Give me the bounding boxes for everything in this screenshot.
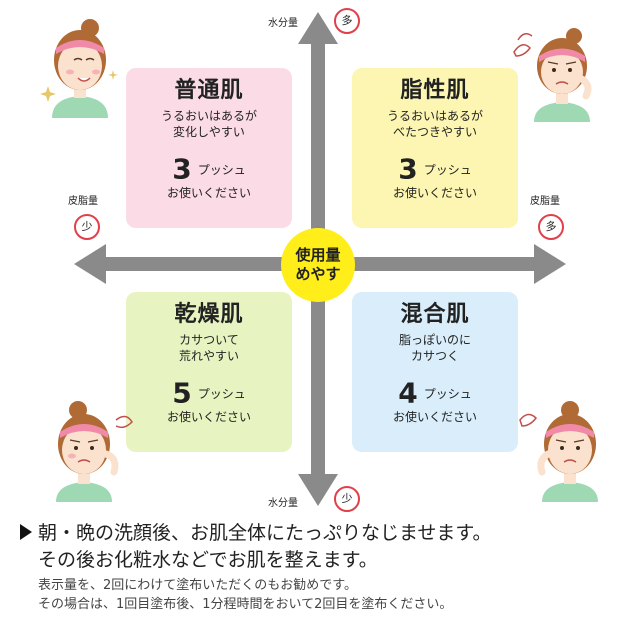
- quadrant-oily-skin: 脂性肌 うるおいはあるが べたつきやすい 3 プッシュ お使いください: [352, 68, 518, 228]
- dose: 3 プッシュ: [352, 154, 518, 185]
- axis-bottom-badge: 少: [334, 486, 360, 512]
- usage-text: お使いください: [166, 409, 251, 424]
- description-line: 変化しやすい: [173, 125, 245, 139]
- description-line: カサつく: [410, 349, 459, 363]
- note-line-1-text: 朝・晩の洗顔後、お肌全体にたっぷりなじませます。: [38, 522, 492, 544]
- axis-top-label: 水分量: [268, 18, 298, 29]
- axis-right-label: 皮脂量: [530, 196, 560, 207]
- usage-notes: 朝・晩の洗顔後、お肌全体にたっぷりなじませます。 その後お化粧水などでお肌を整え…: [20, 520, 630, 614]
- dose-number: 4: [398, 376, 418, 410]
- axis-bottom-label: 水分量: [268, 498, 298, 509]
- oily-skin-girl-face-illustration: [513, 28, 592, 122]
- quadrant-description: 脂っぽいのに カサつく: [352, 332, 518, 364]
- quadrant-title: 乾燥肌: [174, 302, 244, 327]
- description-line: うるおいはあるが: [160, 109, 257, 123]
- note-line-4: その場合は、1回目塗布後、1分程時間をおいて2回目を塗布ください。: [38, 597, 453, 612]
- combination-skin-girl-face-illustration: [519, 401, 598, 502]
- note-line-3: 表示量を、2回にわけて塗布いただくのもお勧めです。: [38, 578, 357, 593]
- usage-text: お使いください: [392, 185, 477, 200]
- description-line: 脂っぽいのに: [398, 333, 471, 347]
- axis-left-badge: 少: [74, 214, 100, 240]
- quadrant-title: 混合肌: [400, 302, 470, 327]
- quadrant-description: うるおいはあるが 変化しやすい: [126, 108, 292, 140]
- quadrant-description: カサついて 荒れやすい: [126, 332, 292, 364]
- center-line-2: めやす: [295, 265, 341, 283]
- center-line-1: 使用量: [295, 246, 341, 264]
- dose-unit: プッシュ: [423, 386, 472, 401]
- axis-right-badge: 多: [538, 214, 564, 240]
- description-line: べたつきやすい: [392, 125, 477, 139]
- quadrant-normal-skin: 普通肌 うるおいはあるが 変化しやすい 3 プッシュ お使いください: [126, 68, 292, 228]
- note-line-1: 朝・晩の洗顔後、お肌全体にたっぷりなじませます。: [20, 520, 630, 547]
- usage-guide-center: 使用量 めやす: [281, 228, 355, 302]
- dry-skin-girl-face-illustration: [56, 401, 133, 502]
- description-line: 荒れやすい: [178, 349, 239, 363]
- dose-unit: プッシュ: [197, 162, 246, 177]
- dose-number: 5: [172, 376, 192, 410]
- quadrant-title: 普通肌: [174, 78, 244, 103]
- description-line: カサついて: [179, 333, 239, 347]
- dose-unit: プッシュ: [197, 386, 246, 401]
- axis-left-label: 皮脂量: [68, 196, 98, 207]
- happy-girl-face-illustration: [40, 19, 118, 118]
- dose-unit: プッシュ: [423, 162, 472, 177]
- description-line: うるおいはあるが: [386, 109, 483, 123]
- usage-text: お使いください: [392, 409, 477, 424]
- dose: 5 プッシュ: [126, 378, 292, 409]
- quadrant-description: うるおいはあるが べたつきやすい: [352, 108, 518, 140]
- usage-text: お使いください: [166, 185, 251, 200]
- quadrant-dry-skin: 乾燥肌 カサついて 荒れやすい 5 プッシュ お使いください: [126, 292, 292, 452]
- dose: 4 プッシュ: [352, 378, 518, 409]
- quadrant-combination-skin: 混合肌 脂っぽいのに カサつく 4 プッシュ お使いください: [352, 292, 518, 452]
- quadrant-title: 脂性肌: [400, 78, 470, 103]
- triangle-bullet-icon: [20, 524, 32, 540]
- dose-number: 3: [172, 152, 192, 186]
- note-line-2: その後お化粧水などでお肌を整えます。: [38, 549, 378, 571]
- dose-number: 3: [398, 152, 418, 186]
- dose: 3 プッシュ: [126, 154, 292, 185]
- axis-top-badge: 多: [334, 8, 360, 34]
